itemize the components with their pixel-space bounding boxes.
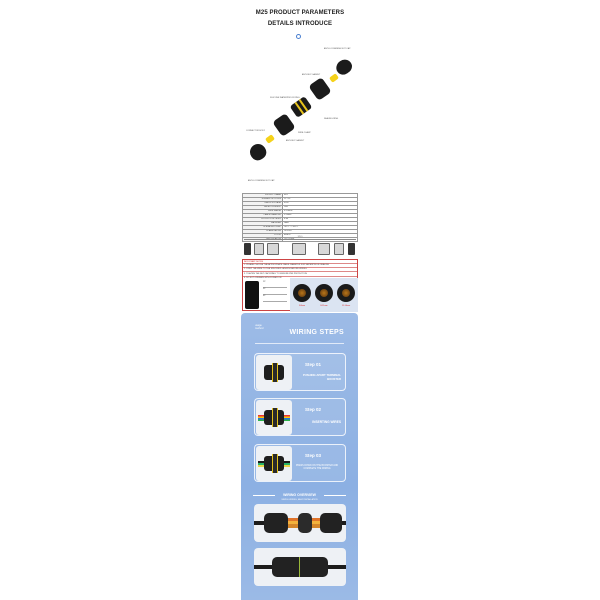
note-line: 1. PLEASE CHOOSE THE APPROPRIATE CABLE D… bbox=[243, 263, 357, 267]
step-description: PUSHING APART TERMINAL BOOSTER bbox=[302, 373, 341, 381]
dim-nut bbox=[267, 243, 279, 255]
dim-nut bbox=[318, 243, 330, 255]
seal-band bbox=[299, 557, 300, 577]
notes-heading: IMPORTANT NOTES bbox=[244, 260, 264, 263]
pole-mini-table: 2P 3P 4P bbox=[263, 281, 287, 302]
nut-cap-bottom bbox=[246, 140, 270, 164]
brand-mark: usage method bbox=[255, 324, 263, 330]
callout-label: ANTI-LOOSENING NUT CAP bbox=[324, 48, 351, 50]
ring-label: 5-8mm bbox=[298, 305, 306, 307]
gasket-top bbox=[329, 73, 339, 83]
wires-exposed bbox=[312, 518, 320, 528]
exploded-view-diagram: ANTI-LOOSENING NUT CAP ANTI-SLIP GASKET … bbox=[240, 40, 360, 190]
wiring-steps-panel: usage method WIRING STEPS Step 01 PUSHIN… bbox=[241, 313, 358, 600]
dimension-drawing: 125.5 bbox=[240, 236, 360, 258]
note-line: 3. TIGHTEN THE NUT CAP FIRMLY TO ENSURE … bbox=[243, 271, 357, 275]
callout-label: ANTI-LOOSENING NUT CAP bbox=[248, 180, 275, 182]
note-line: 2. STRIP THE WIRE TO THE SPECIFIED LENGT… bbox=[243, 267, 357, 271]
cable-diameter-rings: 5-8mm 8-11mm 11-14mm bbox=[290, 278, 358, 312]
ring-label: 8-11mm bbox=[320, 305, 328, 307]
step-image bbox=[256, 355, 292, 390]
callout-label: SILICONE WATERPROOF RING bbox=[270, 97, 300, 99]
step-number: Step 03 bbox=[305, 453, 322, 458]
connector-icon bbox=[264, 408, 284, 427]
seal-ring-image bbox=[315, 284, 333, 302]
mini-row: 2P bbox=[263, 281, 287, 288]
callout-label: WIRE CLAMP bbox=[298, 132, 311, 134]
overview-title: WIRING OVERVIEW bbox=[283, 493, 316, 497]
housing-center bbox=[298, 513, 312, 533]
divider bbox=[324, 495, 346, 496]
dim-cap bbox=[244, 243, 251, 255]
product-detail-column: M25 PRODUCT PARAMETERS DETAILS INTRODUCE… bbox=[240, 0, 360, 600]
housing-assembled bbox=[272, 557, 328, 577]
step-number: Step 02 bbox=[305, 407, 322, 412]
overview-image-closed bbox=[254, 548, 346, 586]
dim-cap bbox=[348, 243, 355, 255]
connector-icon bbox=[264, 454, 284, 473]
divider bbox=[253, 495, 275, 496]
page-subtitle: DETAILS INTRODUCE bbox=[267, 21, 333, 27]
brand-line: usage bbox=[255, 324, 262, 327]
step-image bbox=[256, 400, 292, 435]
circle-info-icon bbox=[296, 34, 301, 39]
callout-label: CONNECTOR BODY bbox=[246, 130, 266, 132]
dimension-line bbox=[244, 239, 356, 240]
connector-body-top bbox=[308, 77, 332, 101]
step-number: Step 01 bbox=[305, 362, 322, 367]
dim-body bbox=[334, 243, 344, 255]
callout-label: SEALING RING bbox=[324, 118, 339, 120]
step-description: PRESS DOWN ON THE BOOSTER AND COMPLETE T… bbox=[295, 465, 339, 470]
connector-center bbox=[289, 96, 313, 118]
connector-body-bottom bbox=[272, 113, 296, 137]
callout-label: ANTI-SLIP GASKET bbox=[302, 74, 321, 76]
divider bbox=[255, 343, 344, 344]
wiring-title: WIRING STEPS bbox=[289, 329, 344, 336]
seal-ring-image bbox=[293, 284, 311, 302]
brand-line: method bbox=[255, 327, 264, 330]
connector-icon bbox=[264, 363, 284, 382]
mini-row: 3P bbox=[263, 288, 287, 295]
step-card-2: Step 02 INSERTING WIRES bbox=[254, 398, 346, 436]
step-image bbox=[256, 446, 292, 481]
gasket-bottom bbox=[265, 134, 275, 144]
step-card-3: Step 03 PRESS DOWN ON THE BOOSTER AND CO… bbox=[254, 444, 346, 482]
product-photo bbox=[245, 281, 259, 309]
wires-exposed bbox=[288, 518, 298, 528]
step-description: INSERTING WIRES bbox=[312, 420, 341, 424]
page-title: M25 PRODUCT PARAMETERS bbox=[255, 10, 345, 16]
note-line: 4. DO NOT OPERATE WITH POWER ON bbox=[243, 275, 357, 280]
housing-left bbox=[264, 513, 288, 533]
overview-subtitle: SIMPLE WIRING, EASY INSTALLATION bbox=[281, 499, 318, 501]
dim-center bbox=[292, 243, 306, 255]
overview-image-open bbox=[254, 504, 346, 542]
housing-right bbox=[320, 513, 342, 533]
step-card-1: Step 01 PUSHING APART TERMINAL BOOSTER bbox=[254, 353, 346, 391]
callout-label: ANTI-SLIP GASKET bbox=[286, 140, 305, 142]
dimension-label: 125.5 bbox=[297, 236, 303, 238]
ring-label: 11-14mm bbox=[341, 305, 351, 307]
seal-ring-image bbox=[337, 284, 355, 302]
mini-row: 4P bbox=[263, 295, 287, 302]
spec-notes-box: IMPORTANT NOTES 1. PLEASE CHOOSE THE APP… bbox=[242, 259, 358, 312]
dim-body bbox=[254, 243, 264, 255]
